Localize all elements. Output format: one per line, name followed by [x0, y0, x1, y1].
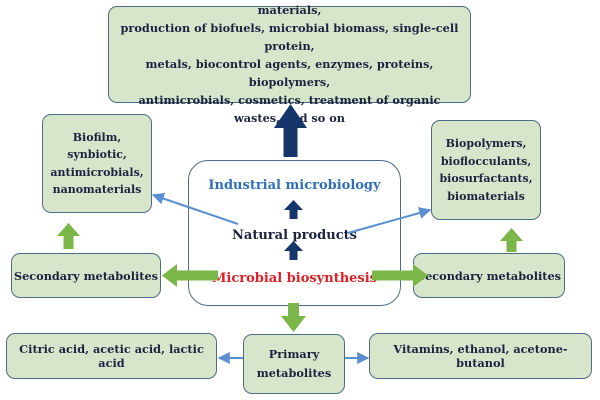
navy-up-arrow-large [274, 104, 307, 157]
applications-box: Food products, feeds, fine chemicals, re… [108, 3, 471, 125]
biopolymers-box: Biopolymers, bioflocculants, biosurfacta… [431, 120, 541, 220]
biofilm-line: synbiotic, [67, 148, 127, 161]
blue-arrow-left [151, 192, 239, 225]
navy-up-arrow-small [284, 200, 303, 219]
applications-line: production of biofuels, microbial biomas… [120, 20, 459, 53]
vitamins-box: Vitamins, ethanol, acetone-butanol [369, 333, 592, 379]
organic-acids-box: Citric acid, acetic acid, lactic acid [6, 333, 217, 379]
secondary-metabolites-left-label: Secondary metabolites [13, 268, 159, 283]
green-up-arrow-left [57, 223, 80, 249]
natural-products-label: Natural products [232, 228, 357, 243]
biofilm-line: antimicrobials, [50, 165, 144, 179]
secondary-metabolites-left-box: Secondary metabolites [11, 253, 161, 298]
blue-arrow-right [347, 207, 432, 234]
applications-line: Food products, feeds, fine chemicals, re… [257, 2, 322, 17]
biofilm-line: Biofilm, [72, 130, 122, 144]
green-right-arrow [372, 264, 428, 287]
green-left-arrow [162, 264, 218, 287]
organic-acids-label: Citric acid, acetic acid, lactic acid [19, 342, 204, 370]
industrial-microbiology-label: Industrial microbiology [208, 178, 381, 193]
vitamins-label: Vitamins, ethanol, acetone-butanol [393, 342, 568, 370]
secondary-metabolites-right-box: Secondary metabolites [413, 253, 565, 298]
primary-metabolites-line: metabolites [256, 366, 332, 380]
biopolymers-line: bioflocculants, [440, 154, 532, 168]
green-down-arrow [281, 303, 306, 332]
biofilm-line: nanomaterials [52, 183, 142, 196]
biopolymers-line: biomaterials [447, 189, 525, 203]
secondary-metabolites-right-label: Secondary metabolites [416, 268, 562, 283]
biofilm-box: Biofilm, synbiotic, antimicrobials, nano… [42, 114, 152, 213]
applications-line: metals, biocontrol agents, enzymes, prot… [145, 56, 434, 89]
navy-up-arrow-small [284, 241, 303, 260]
microbial-biosynthesis-label: Microbial biosynthesis [211, 271, 377, 286]
primary-metabolites-line: Primary [268, 347, 320, 361]
primary-metabolites-box: Primary metabolites [243, 334, 345, 394]
green-up-arrow-right [500, 228, 523, 252]
biopolymers-line: biosurfactants, [439, 172, 533, 185]
biopolymers-line: Biopolymers, [445, 137, 527, 150]
center-box: Industrial microbiology Natural products… [188, 160, 401, 306]
